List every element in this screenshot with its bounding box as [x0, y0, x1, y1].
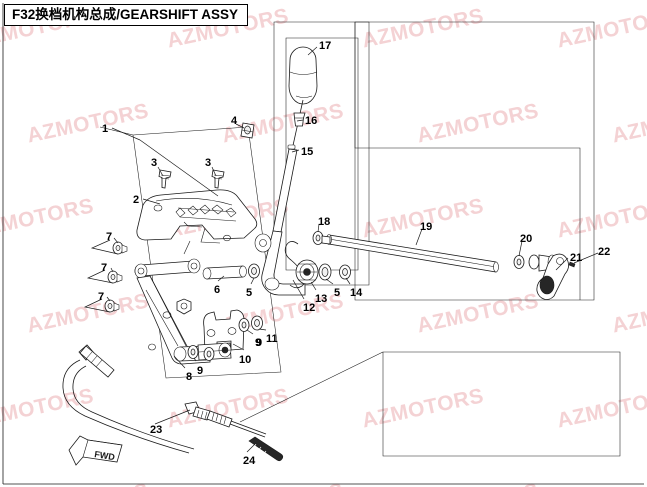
callout-14: 14 — [350, 287, 363, 299]
callout-4: 4 — [231, 115, 238, 127]
part-7-bolt-upper — [112, 241, 128, 255]
callout-5: 5 — [246, 287, 253, 299]
callout-11: 11 — [266, 333, 278, 345]
part-22-cotter-pin — [568, 261, 576, 268]
svg-text:FWD: FWD — [94, 449, 116, 462]
page-title: F32换档机构总成/GEARSHIFT ASSY — [12, 7, 239, 22]
callout-8: 8 — [186, 371, 193, 383]
leader-lines — [83, 46, 599, 453]
callout-12: 12 — [303, 302, 316, 314]
callout-24: 24 — [243, 455, 256, 467]
part-13-return-spring — [284, 241, 319, 289]
callout-21: 21 — [570, 252, 583, 264]
callout-9c: 9 — [256, 337, 263, 349]
page-border — [2, 3, 644, 485]
callout-20: 20 — [520, 233, 533, 245]
callout-3b: 3 — [205, 157, 212, 169]
part-17-shift-knob — [288, 46, 318, 105]
part-11-washer-outer — [251, 315, 263, 331]
part-12-lever-base — [254, 230, 306, 296]
part-20-washer — [513, 255, 525, 269]
callout-22: 22 — [598, 246, 611, 258]
part-4-clamp-block — [240, 122, 255, 139]
callout-1: 1 — [102, 123, 109, 135]
part-9-washer-lower — [203, 347, 215, 361]
callout-17: 17 — [319, 40, 332, 52]
group-boundaries — [99, 21, 621, 457]
part-6-spacer-rod — [202, 265, 247, 280]
callout-7b: 7 — [101, 262, 108, 274]
callout-2: 2 — [133, 194, 140, 206]
part-9-washer-left — [187, 345, 199, 359]
part-2-gate-plate — [136, 189, 258, 255]
callout-6: 6 — [214, 284, 221, 296]
part-19-shift-shaft — [321, 234, 499, 273]
part-7-bolt-middle — [107, 270, 123, 284]
callout-16: 16 — [305, 115, 318, 127]
callout-9: 9 — [197, 365, 204, 377]
part-18-washer — [312, 231, 324, 245]
part-23-shift-cable — [62, 344, 267, 454]
callout-18: 18 — [318, 216, 331, 228]
part-24-cable-end-pin — [248, 436, 284, 462]
callout-7: 7 — [106, 231, 113, 243]
callout-7c: 7 — [98, 291, 105, 303]
part-5-bushing-left — [248, 263, 260, 279]
part-16-lock-nut — [293, 112, 306, 127]
part-5-bushing-right — [318, 263, 332, 281]
callout-9b: 9 — [255, 337, 262, 349]
callout-10: 10 — [239, 354, 252, 366]
callout-5b: 5 — [334, 287, 341, 299]
callout-23: 23 — [150, 424, 163, 436]
callout-15: 15 — [301, 146, 314, 158]
title-box: F32换档机构总成/GEARSHIFT ASSY — [4, 4, 249, 26]
part-21-shift-arm — [528, 253, 569, 300]
part-3-screw-right — [211, 169, 225, 189]
part-14-washer — [339, 264, 351, 280]
callout-19: 19 — [420, 221, 433, 233]
fwd-direction-marker: FWD — [68, 435, 123, 466]
callout-13: 13 — [315, 293, 328, 305]
callout-3: 3 — [151, 157, 158, 169]
part-9-washer-center — [238, 318, 250, 332]
part-7-bolt-lower — [104, 299, 120, 313]
